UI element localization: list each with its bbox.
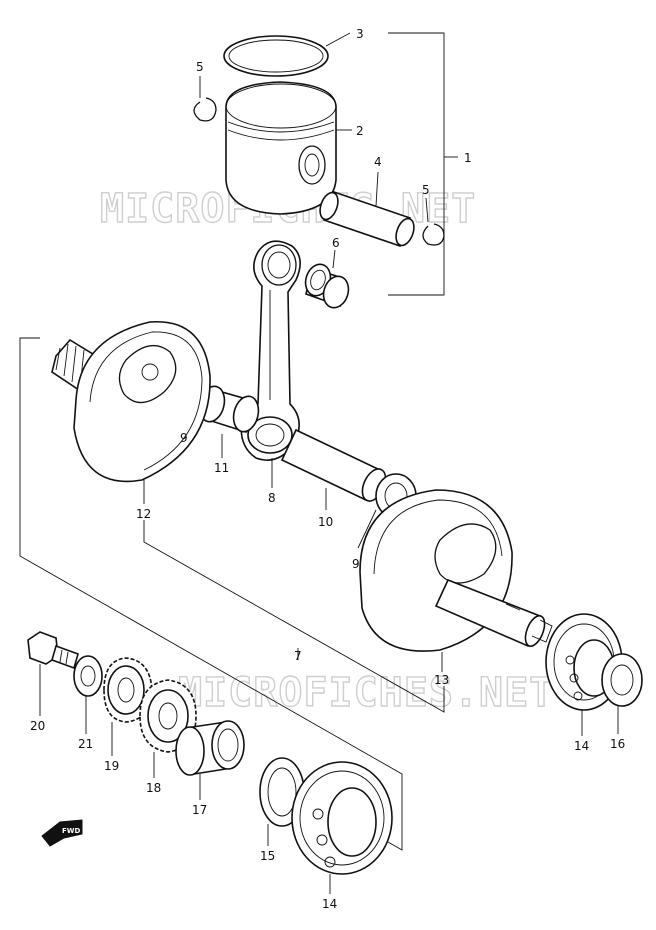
callout-7: 7 <box>294 649 302 663</box>
callout-20: 20 <box>30 719 45 733</box>
callout-4: 4 <box>374 155 382 169</box>
fwd-direction-arrow: FWD <box>41 819 83 847</box>
part-bearing-lower <box>291 761 393 894</box>
callout-14-upper: 14 <box>574 739 589 753</box>
callout-21: 21 <box>78 737 93 751</box>
callout-13: 13 <box>434 673 449 687</box>
callout-18: 18 <box>146 781 161 795</box>
part-bolt <box>27 631 79 716</box>
part-crankshaft-right <box>359 489 553 672</box>
svg-text:FWD: FWD <box>62 827 81 835</box>
callout-9-left: 9 <box>180 431 188 445</box>
callout-9-right: 9 <box>352 557 360 571</box>
part-washer <box>73 655 103 734</box>
callout-5-right: 5 <box>422 183 430 197</box>
part-circlip-right <box>422 197 445 246</box>
callout-6: 6 <box>332 236 340 250</box>
callout-5-left: 5 <box>196 60 204 74</box>
part-piston <box>225 81 352 215</box>
callout-3: 3 <box>356 27 364 41</box>
callout-8: 8 <box>268 491 276 505</box>
callout-19: 19 <box>104 759 119 773</box>
callout-17: 17 <box>192 803 207 817</box>
watermark-bottom: MICROFICHES.NET <box>178 670 554 716</box>
callout-14-lower: 14 <box>322 897 337 911</box>
callout-11: 11 <box>214 461 229 475</box>
callout-12: 12 <box>136 507 151 521</box>
callout-16: 16 <box>610 737 625 751</box>
part-circlip-left <box>193 76 217 122</box>
callout-2: 2 <box>356 124 364 138</box>
callout-15: 15 <box>260 849 275 863</box>
part-oil-seal-right <box>601 653 643 734</box>
bracket-assembly-7 <box>19 337 445 851</box>
part-small-end-bearing <box>304 249 350 309</box>
callout-1: 1 <box>464 151 472 165</box>
part-spacer <box>175 720 245 800</box>
part-piston-ring <box>223 32 351 77</box>
part-piston-pin <box>319 171 415 248</box>
part-crankshaft-left <box>51 320 211 504</box>
bracket-assembly-1 <box>388 32 458 296</box>
part-crank-pin <box>280 428 387 510</box>
callout-10: 10 <box>318 515 333 529</box>
